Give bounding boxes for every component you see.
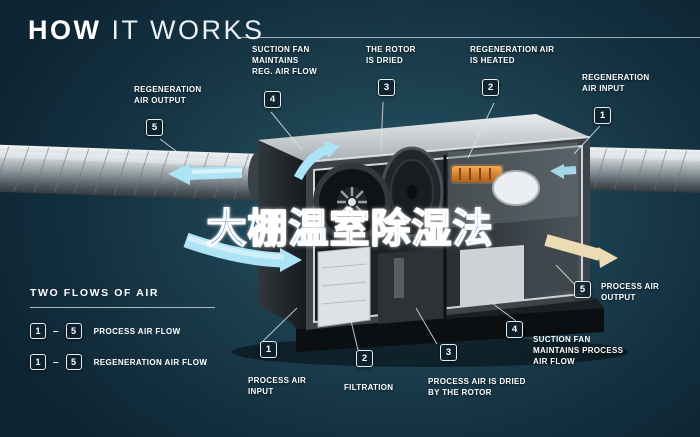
badge-1: 1 bbox=[30, 323, 46, 339]
badge-3: 3 bbox=[440, 344, 457, 361]
badge-4: 4 bbox=[264, 90, 281, 108]
legend-row-regeneration: 1 – 5 REGENERATION AIR FLOW bbox=[30, 354, 215, 370]
legend-two-flows: TWO FLOWS OF AIR 1 – 5 PROCESS AIR FLOW … bbox=[30, 287, 215, 370]
badge-5: 5 bbox=[65, 354, 82, 370]
regen-fan-housing bbox=[492, 170, 540, 206]
badge-2: 2 bbox=[482, 79, 499, 97]
callout-label: REGENERATION AIR IS HEATED bbox=[470, 45, 555, 66]
callout-regeneration-air-input: REGENERATION AIR INPUT 1 bbox=[582, 72, 682, 125]
regeneration-air-output-arrow bbox=[168, 163, 243, 185]
badge-2: 2 bbox=[356, 350, 373, 367]
callout-label: SUCTION FAN MAINTAINS REG. AIR FLOW bbox=[252, 45, 317, 77]
callout-rotor-is-dried: THE ROTOR IS DRIED 3 bbox=[366, 44, 446, 97]
callout-suction-fan-reg: SUCTION FAN MAINTAINS REG. AIR FLOW 4 bbox=[252, 44, 346, 108]
callout-regeneration-air-output: REGENERATION AIR OUTPUT 5 bbox=[134, 84, 240, 137]
legend-label: PROCESS AIR FLOW bbox=[93, 326, 181, 336]
callout-label: SUCTION FAN MAINTAINS PROCESS AIR FLOW bbox=[533, 335, 624, 367]
process-air-input-arrow bbox=[183, 232, 302, 272]
rotor bbox=[380, 146, 444, 238]
callout-label: REGENERATION AIR INPUT bbox=[582, 73, 650, 94]
legend-separator: – bbox=[53, 325, 59, 337]
callout-label: REGENERATION AIR OUTPUT bbox=[134, 85, 202, 106]
badge-1: 1 bbox=[260, 341, 277, 358]
legend-separator: – bbox=[53, 356, 59, 368]
callout-suction-fan-process: 4 SUCTION FAN MAINTAINS PROCESS AIR FLOW bbox=[506, 321, 652, 368]
legend-rule bbox=[30, 307, 215, 308]
badge-5: 5 bbox=[65, 323, 82, 339]
legend-row-process: 1 – 5 PROCESS AIR FLOW bbox=[30, 323, 215, 339]
title-bold: HOW bbox=[28, 15, 102, 45]
callout-process-air-dried: 3 PROCESS AIR IS DRIED BY THE ROTOR bbox=[428, 344, 562, 398]
badge-4: 4 bbox=[506, 321, 523, 338]
regeneration-air-input-arrow bbox=[550, 164, 577, 179]
mid-equipment bbox=[378, 248, 446, 324]
legend-label: REGENERATION AIR FLOW bbox=[93, 357, 208, 367]
badge-1: 1 bbox=[30, 354, 46, 370]
page-title: HOW IT WORKS bbox=[28, 15, 265, 46]
title-rule bbox=[240, 37, 700, 38]
callout-regeneration-air-heated: REGENERATION AIR IS HEATED 2 bbox=[470, 44, 582, 97]
legend-heading: TWO FLOWS OF AIR bbox=[30, 287, 160, 299]
suction-fan bbox=[313, 163, 391, 241]
lower-right-box bbox=[460, 245, 524, 306]
machine-body bbox=[258, 114, 591, 330]
badge-1: 1 bbox=[594, 107, 611, 125]
heater bbox=[450, 164, 504, 184]
callout-label: PROCESS AIR OUTPUT bbox=[601, 282, 660, 303]
callout-process-air-input: 1 PROCESS AIR INPUT bbox=[248, 341, 334, 397]
callout-label: FILTRATION bbox=[344, 383, 394, 392]
badge-3: 3 bbox=[378, 79, 395, 97]
title-light: IT WORKS bbox=[111, 15, 265, 45]
filter-box bbox=[317, 246, 371, 328]
badge-5: 5 bbox=[146, 119, 163, 137]
machine-left-panel bbox=[258, 140, 306, 330]
badge-5: 5 bbox=[574, 281, 591, 298]
callout-label: PROCESS AIR INPUT bbox=[248, 376, 307, 397]
callout-label: PROCESS AIR IS DRIED BY THE ROTOR bbox=[428, 377, 526, 398]
callout-label: THE ROTOR IS DRIED bbox=[366, 45, 416, 66]
callout-process-air-output: 5 PROCESS AIR OUTPUT bbox=[574, 281, 686, 303]
connector-lines bbox=[159, 101, 601, 351]
machine-top-panel bbox=[258, 114, 590, 162]
regeneration-air-flow-arrow bbox=[293, 141, 340, 181]
process-air-output-arrow bbox=[544, 234, 618, 268]
callout-filtration: 2 FILTRATION bbox=[344, 350, 426, 393]
